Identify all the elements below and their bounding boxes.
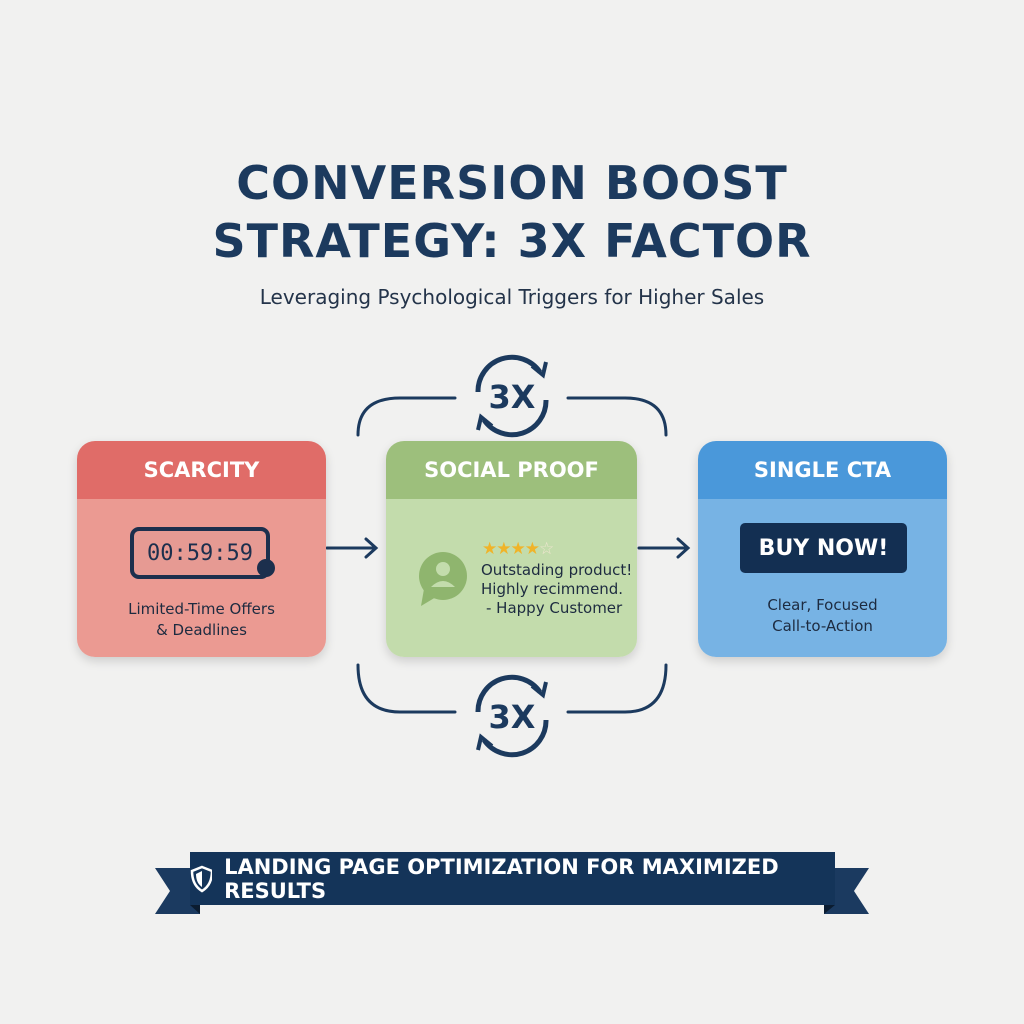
card-single-cta: SINGLE CTA BUY NOW! Clear, Focused Call-… <box>698 441 947 657</box>
star-rating: ★★★★☆ <box>482 539 554 559</box>
arrow-right-icon <box>637 537 691 559</box>
card-scarcity: SCARCITY 00:59:59 Limited-Time Offers & … <box>77 441 326 657</box>
card-title: SCARCITY <box>77 441 326 499</box>
title-line-2: STRATEGY: 3X FACTOR <box>212 214 812 268</box>
countdown-timer: 00:59:59 <box>130 527 270 579</box>
review-line-2: Highly recimmend. <box>481 580 624 598</box>
arrow-right-icon <box>325 537 379 559</box>
card-title: SOCIAL PROOF <box>386 441 637 499</box>
multiplier-bottom: 3X <box>489 698 536 736</box>
clock-icon <box>257 559 275 577</box>
banner-text: LANDING PAGE OPTIMIZATION FOR MAXIMIZED … <box>224 854 779 903</box>
banner-tail-right <box>824 868 869 914</box>
shield-icon <box>190 865 213 892</box>
bottom-right-connector <box>566 663 668 714</box>
card-title: SINGLE CTA <box>698 441 947 499</box>
cycle-icon-bottom <box>475 674 549 758</box>
review-author: - Happy Customer <box>486 599 623 617</box>
card-desc-1: Clear, Focused <box>767 596 878 614</box>
review-line-1: Outstading product! <box>481 561 633 579</box>
top-left-connector <box>356 396 457 437</box>
card-desc-2: & Deadlines <box>156 621 247 639</box>
card-desc-2: Call-to-Action <box>772 617 873 635</box>
card-desc-1: Limited-Time Offers <box>128 600 275 618</box>
bottom-left-connector <box>356 663 457 714</box>
footer-banner: LANDING PAGE OPTIMIZATION FOR MAXIMIZED … <box>190 852 835 905</box>
card-social-proof: SOCIAL PROOF ★★★★☆ Outstading product! H… <box>386 441 637 657</box>
banner-tail-left <box>155 868 200 914</box>
top-right-connector <box>566 396 668 437</box>
cycle-icon-top <box>475 354 549 438</box>
multiplier-top: 3X <box>489 378 536 416</box>
buy-now-button[interactable]: BUY NOW! <box>740 523 907 573</box>
user-chat-icon <box>419 552 467 606</box>
subtitle: Leveraging Psychological Triggers for Hi… <box>259 285 765 309</box>
title-line-1: CONVERSION BOOST <box>236 156 788 210</box>
